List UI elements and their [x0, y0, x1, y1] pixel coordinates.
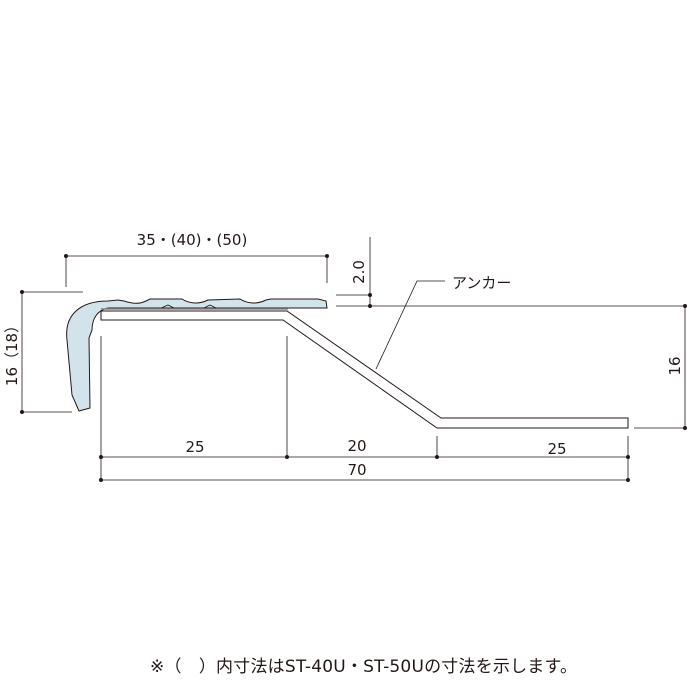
anchor-leader-line	[375, 280, 445, 370]
dim-bottom-3-label: 25	[547, 440, 566, 458]
dim-bottom	[100, 336, 629, 481]
dim-right-height-label: 16	[666, 356, 684, 375]
cover-grip-marks	[158, 304, 219, 310]
dim-left-height	[21, 291, 83, 413]
anchor-label: アンカー	[452, 274, 511, 292]
anchor-profile	[100, 310, 629, 429]
dim-thickness	[336, 237, 685, 307]
dim-thickness-label: 2.0	[350, 260, 368, 284]
nosing-cover-profile	[66, 298, 328, 412]
dim-bottom-2-label: 20	[347, 437, 366, 455]
footnote: ※（ ）内寸法はST-40U・ST-50Uの寸法を示します。	[150, 657, 578, 677]
dim-bottom-1-label: 25	[185, 438, 204, 456]
dim-left-height-label: 16（18）	[3, 318, 21, 386]
dim-right-height	[634, 306, 686, 429]
dim-top-width-label: 35・(40)・(50)	[137, 231, 248, 249]
dim-top-width	[65, 255, 328, 287]
dim-total-label: 70	[347, 461, 366, 479]
